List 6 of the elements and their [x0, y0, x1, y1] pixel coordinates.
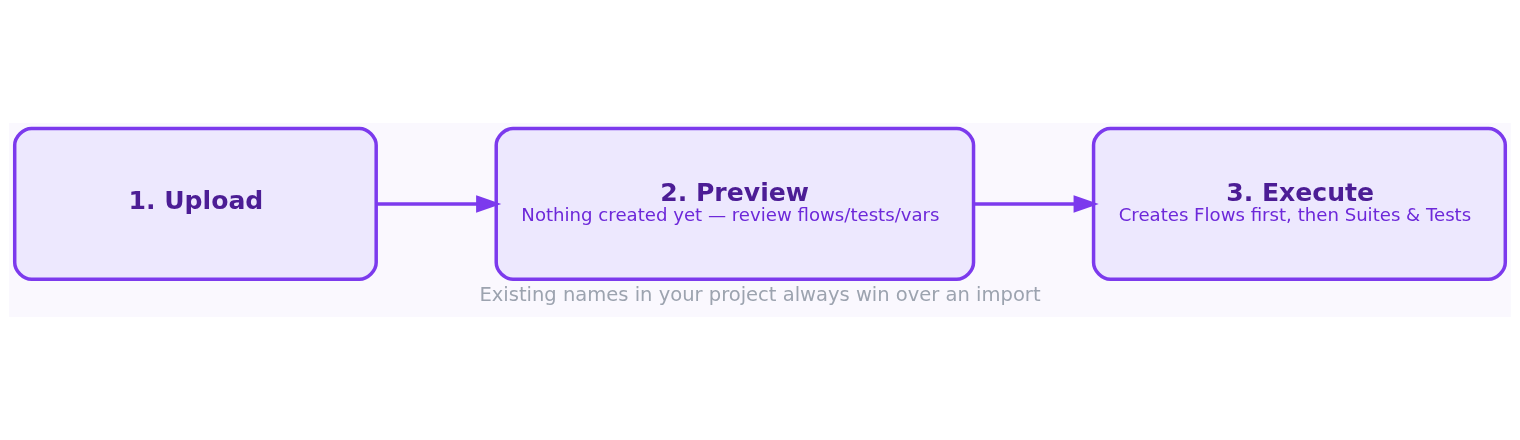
node-box: 3. Execute Creates Flows first, then Suites & Tests — [1091, 126, 1508, 282]
node-box: 1. Upload — [12, 126, 378, 282]
arrow — [973, 195, 1099, 213]
caption: Existing names in your project always win over an import — [479, 282, 1041, 306]
arrow — [376, 195, 502, 213]
node-box: 2. Preview Nothing created yet — review flows/tests/vars — [494, 126, 976, 282]
